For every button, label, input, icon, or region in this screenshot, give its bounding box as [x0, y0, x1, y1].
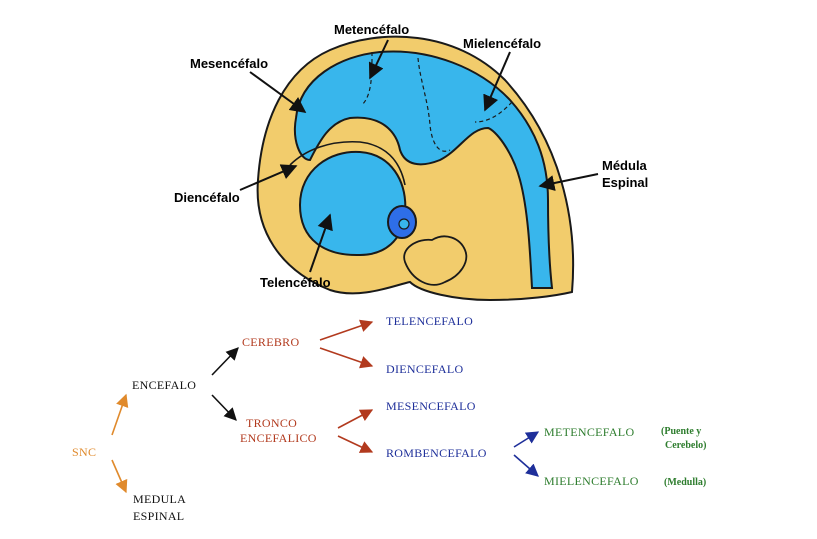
arrow-tronco-rombencefalo	[337, 435, 374, 453]
label-medula-line1: Médula	[602, 158, 648, 173]
label-medula-line2: Espinal	[602, 175, 648, 190]
embryo-brain-illustration: Metencéfalo Mielencéfalo Mesencéfalo Die…	[174, 22, 648, 302]
arrow-metencefalo	[368, 39, 389, 80]
arrow-romb-metencefalo	[513, 431, 540, 448]
arrow-encefalo-tronco	[211, 394, 237, 421]
arrow-snc-medula	[111, 459, 128, 494]
arrow-mesencefalo	[249, 71, 307, 113]
node-tronco-line1: TRONCO	[246, 416, 297, 430]
arrow-telencefalo	[309, 213, 333, 273]
node-mielencefalo: MIELENCEFALO	[544, 474, 639, 488]
node-diencefalo: DIENCEFALO	[386, 362, 463, 376]
arrow-cerebro-diencefalo	[319, 347, 374, 369]
label-mesencefalo: Mesencéfalo	[190, 56, 268, 71]
classification-tree: SNC ENCEFALO MEDULA ESPINAL CEREBRO TRON…	[72, 314, 706, 523]
node-encefalo: ENCEFALO	[132, 378, 196, 392]
brain-dashed-boundary-3	[474, 101, 513, 123]
arrow-cerebro-telencefalo	[319, 319, 374, 341]
arrow-medula	[538, 173, 599, 191]
brain-telencephalon-cavity	[298, 150, 407, 257]
arrow-romb-mielencefalo	[513, 454, 539, 477]
brain-optic-lens	[398, 218, 410, 230]
node-medula-line1: MEDULA	[133, 492, 186, 506]
node-cerebro: CEREBRO	[242, 335, 299, 349]
node-tronco-line2: ENCEFALICO	[240, 431, 317, 445]
node-medula-line2: ESPINAL	[133, 509, 184, 523]
arrow-encefalo-cerebro	[211, 347, 239, 376]
node-mesencefalo: MESENCEFALO	[386, 399, 476, 413]
arrow-mielencefalo	[483, 51, 511, 112]
node-rombencefalo: ROMBENCEFALO	[386, 446, 487, 460]
node-metencefalo: METENCEFALO	[544, 425, 634, 439]
label-metencefalo: Metencéfalo	[334, 22, 409, 37]
node-telencefalo: TELENCEFALO	[386, 314, 473, 328]
node-metencefalo-note-2: Cerebelo)	[665, 440, 706, 451]
node-snc: SNC	[72, 445, 96, 459]
arrow-diencefalo	[239, 164, 298, 191]
label-mielencefalo: Mielencéfalo	[463, 36, 541, 51]
arrow-snc-encefalo	[111, 393, 129, 436]
brain-dashed-boundary-1	[361, 51, 373, 106]
node-mielencefalo-note: (Medulla)	[664, 477, 706, 488]
node-metencefalo-note-1: (Puente y	[661, 426, 701, 437]
brain-inner-curve	[289, 140, 406, 186]
label-diencefalo: Diencéfalo	[174, 190, 240, 205]
arrow-tronco-mesencefalo	[337, 409, 374, 429]
brain-facial-process	[403, 235, 468, 286]
label-telencefalo: Telencéfalo	[260, 275, 331, 290]
